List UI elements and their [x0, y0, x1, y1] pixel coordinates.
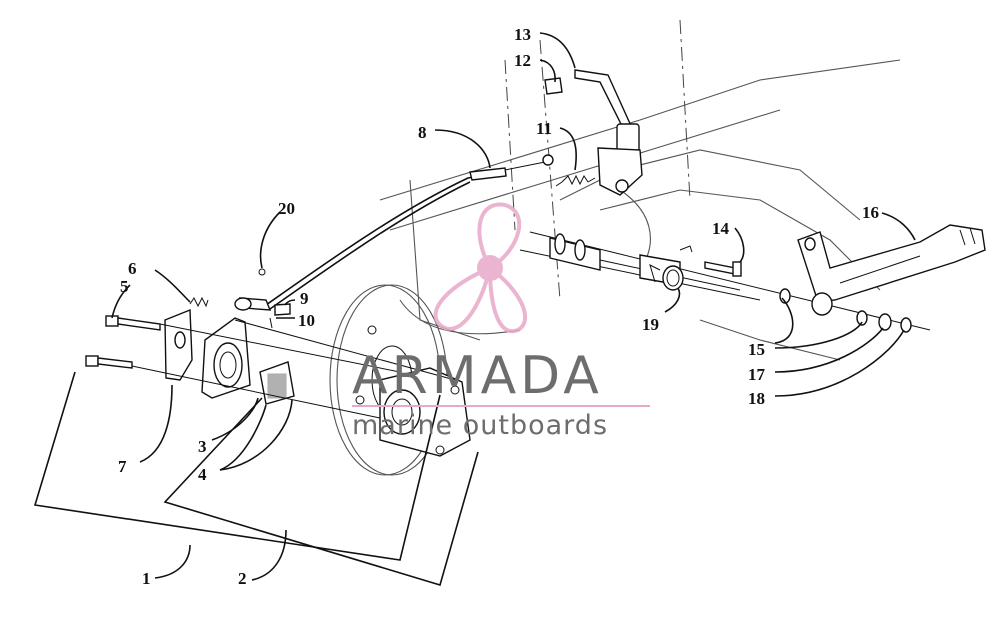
spring-11	[555, 174, 596, 187]
bolt-14	[704, 261, 742, 277]
callout-6: 6	[128, 259, 137, 278]
brake-shaft	[549, 233, 741, 291]
watermark-brand: ARMADA	[352, 346, 603, 406]
callout-labels: 13 12 8 11 20 16 14 6 5 9 10 19 15 17 18…	[118, 25, 879, 588]
callout-18: 18	[748, 389, 765, 408]
callout-2: 2	[238, 569, 247, 588]
cable-8	[238, 154, 554, 311]
callout-16: 16	[862, 203, 879, 222]
callout-3: 3	[198, 437, 207, 456]
watermark-rule	[352, 405, 650, 407]
caliper-inner-body	[201, 317, 251, 399]
watermark: ARMADA marine outboards	[352, 202, 650, 441]
callout-1: 1	[142, 569, 151, 588]
caliper-mount-bracket-7	[164, 308, 193, 381]
clip-18	[900, 317, 912, 333]
leader-lines	[111, 32, 916, 471]
spring-6	[189, 296, 209, 308]
callout-17: 17	[748, 365, 766, 384]
brake-pedal-16	[797, 224, 986, 316]
callout-14: 14	[712, 219, 730, 238]
spring-19	[649, 245, 693, 291]
callout-10: 10	[298, 311, 315, 330]
clevis-9	[234, 268, 291, 329]
pin-12	[544, 77, 563, 95]
assembly-bracket-2	[163, 397, 479, 587]
washer-17	[878, 313, 892, 331]
callout-11: 11	[536, 119, 552, 138]
callout-4: 4	[198, 465, 207, 484]
washer-15b	[856, 310, 868, 326]
callout-8: 8	[418, 123, 427, 142]
caliper-bolt-lower-5	[85, 355, 133, 369]
callout-20: 20	[278, 199, 295, 218]
lever-assembly-13	[544, 69, 643, 196]
caliper-bolt-upper-5	[105, 315, 161, 331]
callout-12: 12	[514, 51, 531, 70]
watermark-tagline: marine outboards	[352, 410, 608, 441]
callout-19: 19	[642, 315, 659, 334]
propeller-icon	[433, 202, 528, 334]
callout-5: 5	[120, 277, 129, 296]
brake-pad-3	[259, 361, 295, 405]
assembly-bracket-1	[33, 371, 441, 579]
callout-15: 15	[748, 340, 765, 359]
callout-13: 13	[514, 25, 531, 44]
caliper-outer-body-2	[379, 367, 471, 457]
callout-9: 9	[300, 289, 309, 308]
callout-7: 7	[118, 457, 127, 476]
